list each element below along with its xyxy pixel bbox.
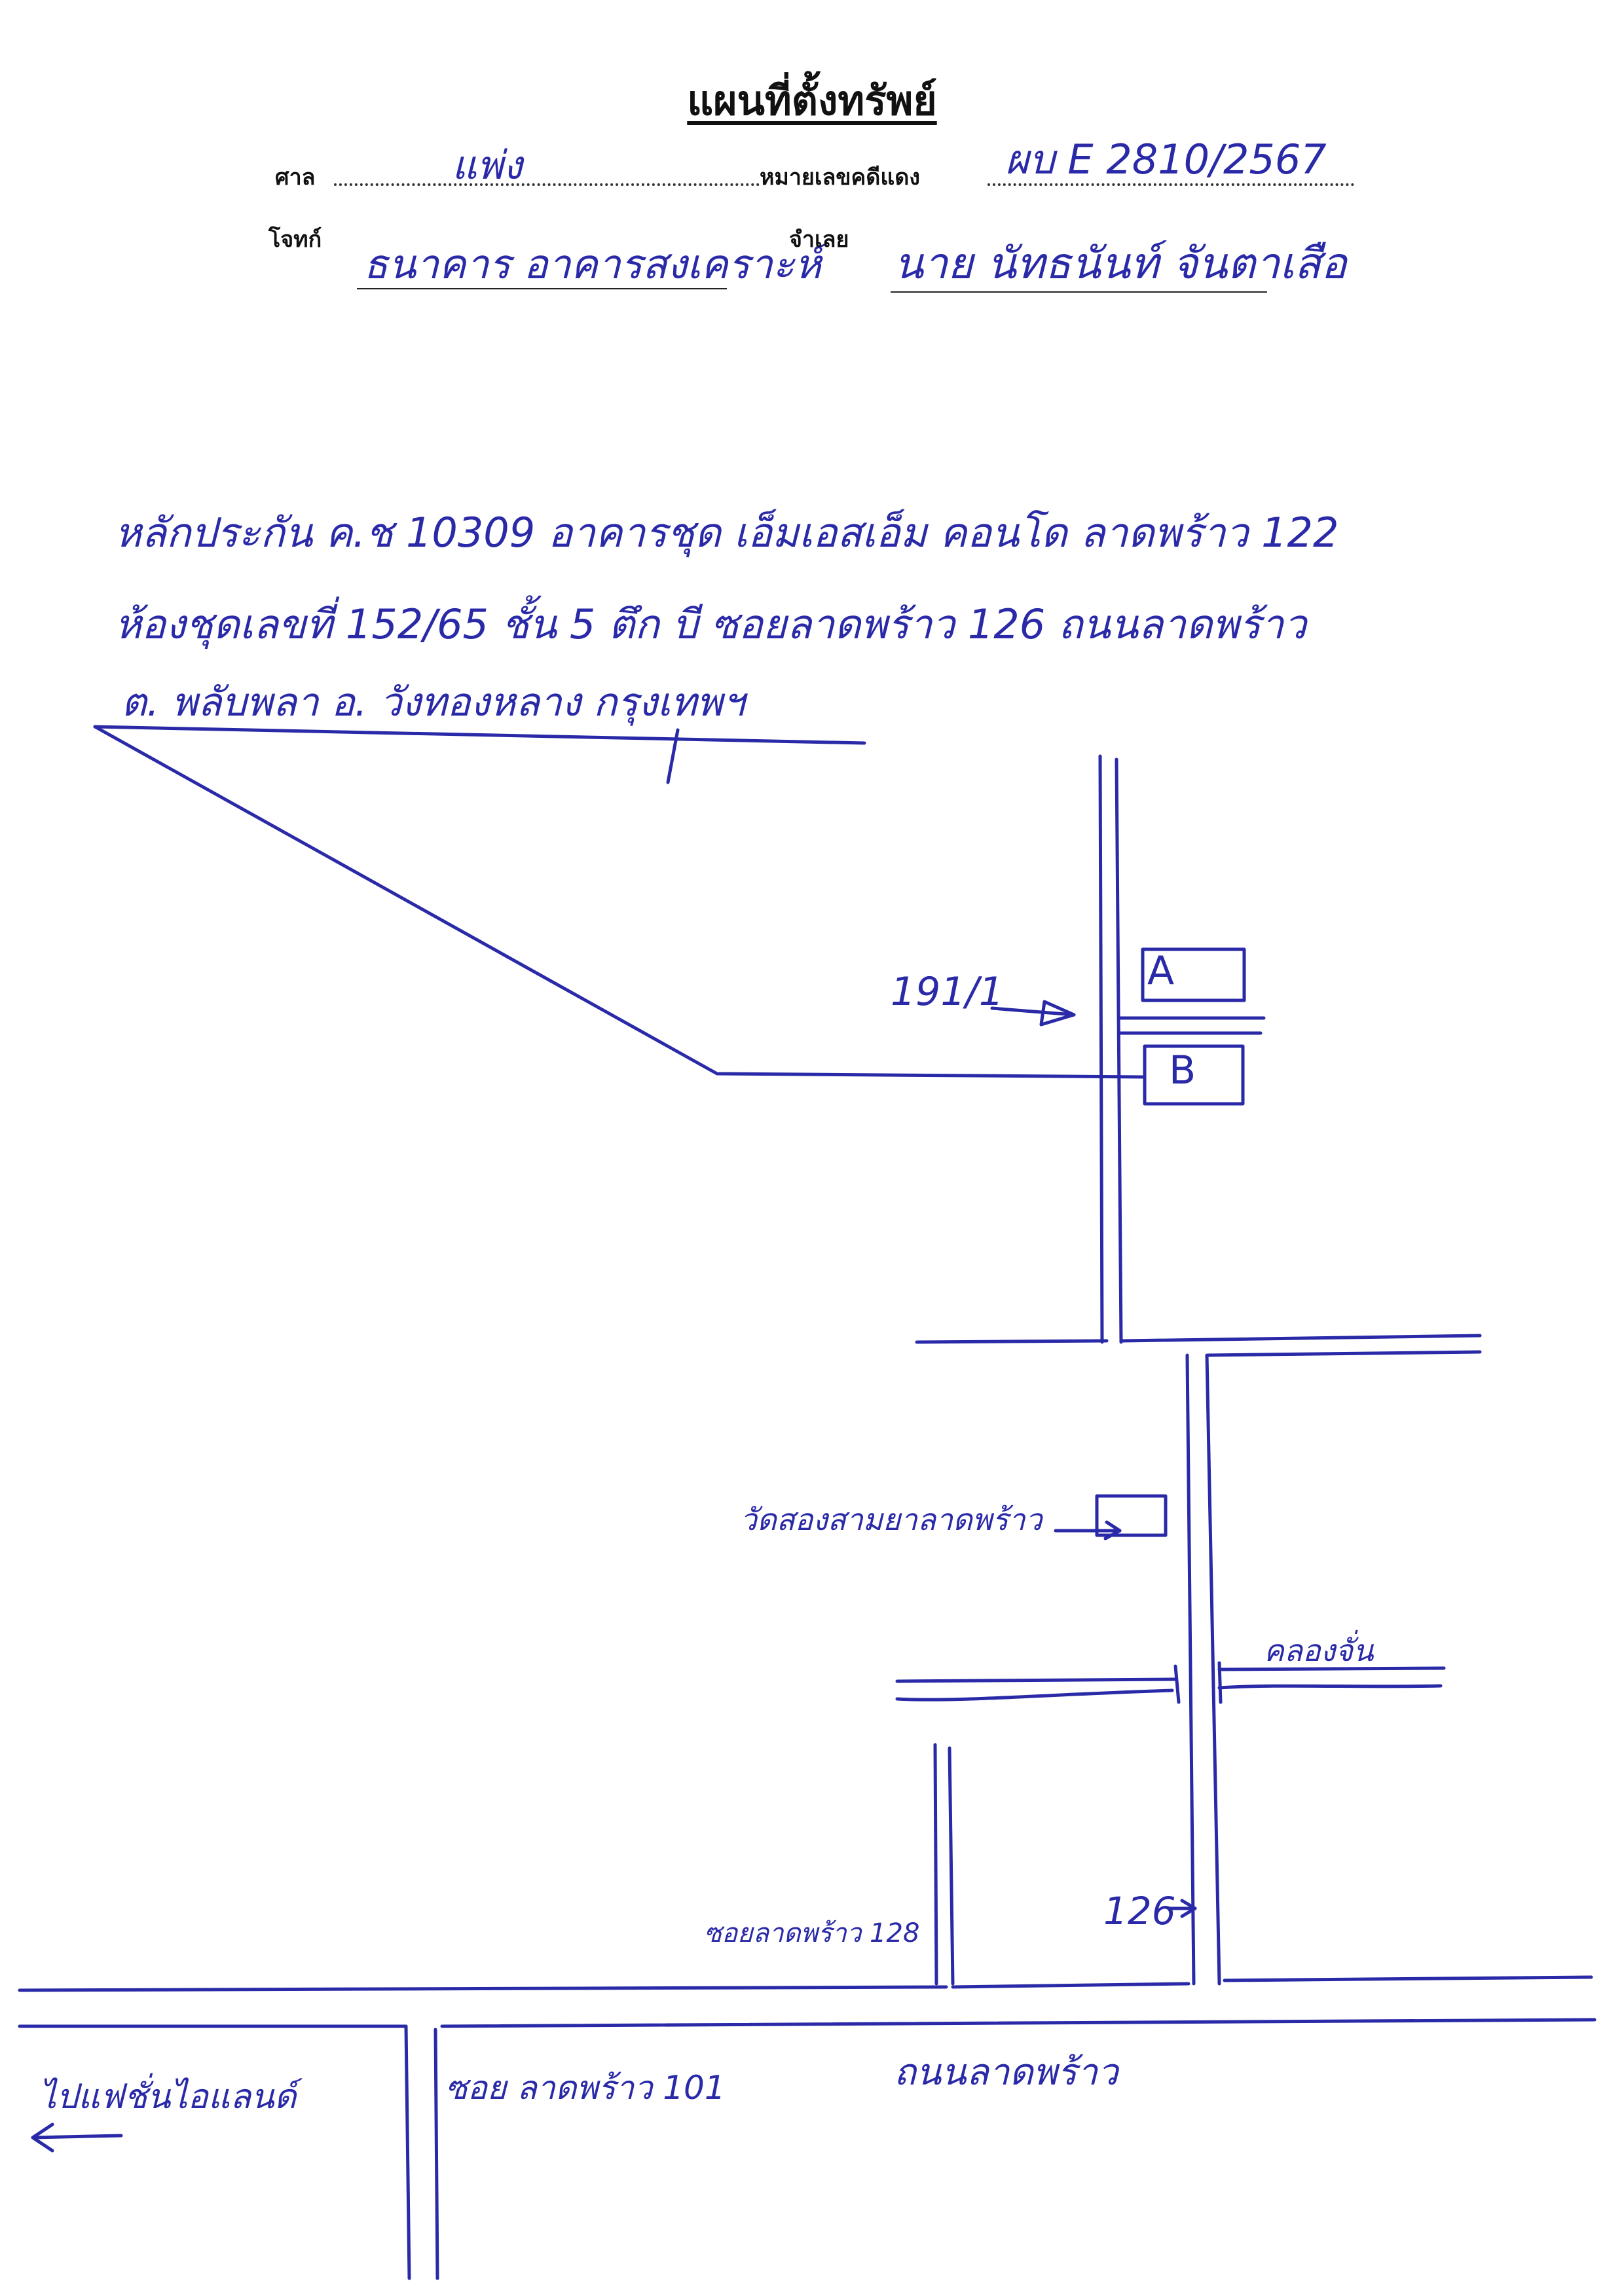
page-title: แผนที่ตั้งทรัพย์	[687, 77, 937, 124]
description-tick	[666, 728, 680, 784]
cross-road-right-bottom	[1206, 1350, 1482, 1357]
soi-128-right-edge	[948, 1746, 955, 1986]
to-fashion-island-label: ไปแฟชั่นไอแลนด์	[39, 2077, 297, 2117]
house-number-label: 191/1	[891, 969, 1004, 1015]
court-value: แพ่ง	[452, 143, 523, 189]
plaintiff-label: โจทก์	[268, 227, 322, 253]
canal-bridge-right	[1217, 1661, 1223, 1704]
building-b-box	[1143, 1044, 1245, 1106]
defendant-label: จำเลย	[789, 227, 849, 253]
main-road-top-left	[18, 1985, 948, 1992]
fashion-island-arrow-line	[31, 2134, 123, 2140]
upper-soi-left-edge	[1098, 754, 1104, 1344]
canal-top-right	[1217, 1666, 1446, 1671]
soi-126-label: 126	[1103, 1889, 1176, 1933]
building-b-label: B	[1169, 1048, 1196, 1093]
house-arrow-line	[990, 1006, 1076, 1017]
main-road-label: ถนนลาดพร้าว	[894, 2051, 1118, 2094]
canal-bottom-left	[895, 1688, 1174, 1702]
plaintiff-value: ธนาคาร อาคารสงเคราะห์	[363, 240, 822, 288]
pointer-line	[93, 725, 1145, 1079]
soi-126-arrow-head	[1180, 1899, 1197, 1918]
upper-soi-right-edge	[1115, 757, 1123, 1344]
canal-bridge-left	[1173, 1664, 1181, 1704]
property-line-1: หลักประกัน ค.ช 10309 อาคารชุด เอ็มเอสเอ็…	[115, 509, 1339, 556]
court-dotted-line	[334, 183, 760, 186]
description-underline	[93, 725, 866, 745]
soi-101-left-edge	[404, 2024, 411, 2280]
canal-label: คลองจั่น	[1264, 1633, 1374, 1668]
soi-128-label: ซอยลาดพร้าว 128	[704, 1918, 920, 1948]
main-road-bottom-right	[440, 2018, 1596, 2028]
court-label: ศาล	[275, 164, 316, 191]
building-a-label: A	[1147, 948, 1175, 994]
case-number-label: หมายเลขคดีแดง	[760, 164, 920, 191]
temple-box	[1095, 1494, 1168, 1537]
canal-top-left	[895, 1677, 1177, 1683]
main-road-top-right	[1223, 1975, 1593, 1982]
defendant-value: นาย นัทธนันท์ จันตาเสือ	[894, 238, 1347, 289]
canal-bottom-right	[1217, 1684, 1443, 1690]
cross-road-left-top	[915, 1339, 1109, 1344]
fashion-island-arrow-head	[31, 2123, 54, 2153]
soi-126-right-edge	[1205, 1353, 1221, 1986]
soi-126-left-edge	[1185, 1353, 1196, 1986]
house-arrow-head	[1039, 1000, 1076, 1027]
temple-label: วัดสองสามยาลาดพร้าว	[740, 1502, 1043, 1537]
temple-arrow-head	[1103, 1520, 1122, 1540]
soi-101-right-edge	[434, 2028, 439, 2280]
plaintiff-underline	[357, 288, 727, 289]
case-number-value: ผบ E 2810/2567	[1005, 136, 1327, 183]
defendant-underline	[891, 291, 1267, 293]
building-a-box	[1141, 947, 1246, 1002]
property-line-2: ห้องชุดเลขที่ 152/65 ชั้น 5 ตึก บี ซอยลา…	[115, 600, 1307, 648]
property-line-3: ต. พลับพลา อ. วังทองหลาง กรุงเทพฯ	[121, 680, 745, 725]
cross-road-right-top	[1121, 1334, 1482, 1343]
soi-101-label: ซอย ลาดพร้าว 101	[445, 2069, 726, 2107]
case-number-dotted-line	[987, 183, 1354, 186]
main-road-top-middle	[951, 1982, 1190, 1989]
soi-128-left-edge	[933, 1743, 938, 1986]
